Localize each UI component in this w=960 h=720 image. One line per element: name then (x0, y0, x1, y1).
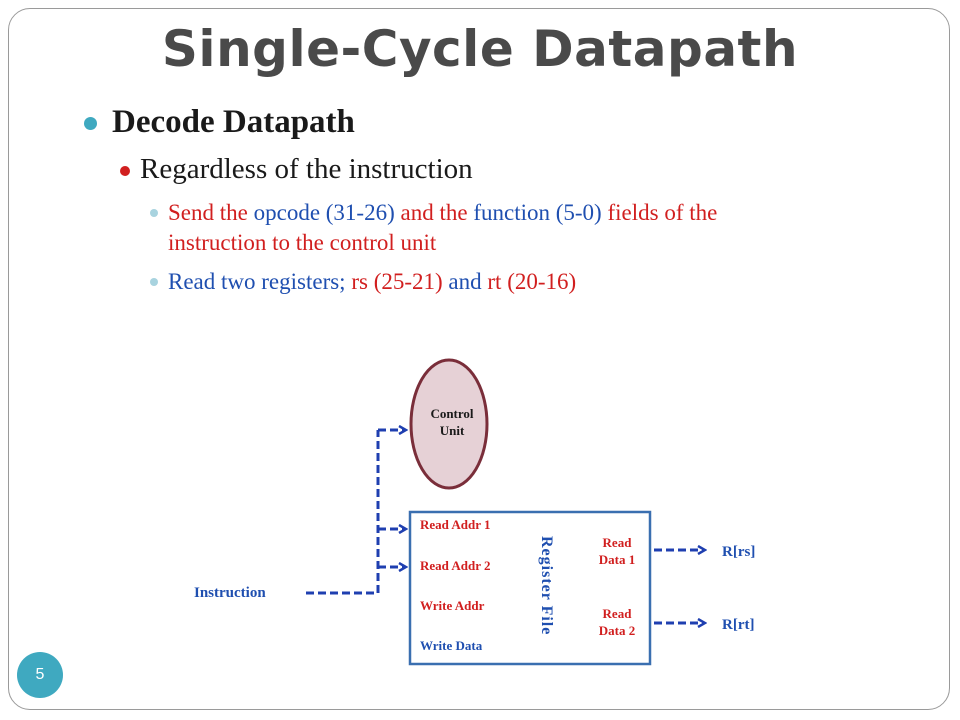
read-data-1-port-line2: Data 1 (599, 552, 635, 567)
bullet-send-opcode: Send the opcode (31-26) and the function… (150, 198, 717, 258)
text-segment: Read two registers; (168, 269, 352, 294)
output-wires (654, 550, 704, 623)
read-data-2-port-line1: Read (603, 606, 633, 621)
text-segment: function (5-0) (473, 200, 608, 225)
text-segment: rs (25-21) (351, 269, 449, 294)
bullet-line-2: instruction to the control unit (168, 230, 437, 255)
output-rs-label: R[rs] (722, 544, 755, 560)
slide-frame (8, 8, 950, 710)
bullet-regardless: Regardless of the instruction (120, 153, 473, 186)
control-unit-label-line2: Unit (440, 423, 465, 438)
instruction-trunk-wire (306, 430, 380, 595)
text-segment: and the (400, 200, 474, 225)
bullet-read-registers: Read two registers; rs (25-21) and rt (2… (150, 267, 577, 297)
text-segment: opcode (31-26) (253, 200, 401, 225)
register-file-label: Register File (538, 536, 555, 635)
write-addr-port: Write Addr (420, 598, 485, 613)
bullet-decode-datapath: Decode Datapath (84, 104, 355, 141)
bullet-text: Decode Datapath (112, 104, 355, 140)
write-data-port: Write Data (420, 638, 483, 653)
read-addr-1-port: Read Addr 1 (420, 517, 491, 532)
text-segment: and (448, 269, 488, 294)
text-segment: fields of the (607, 200, 718, 225)
bullet-dot (150, 209, 158, 217)
control-unit-shape (409, 358, 489, 490)
read-addr-2-port: Read Addr 2 (420, 558, 491, 573)
bullet-text: Regardless of the instruction (140, 153, 473, 185)
text-segment: rt (20-16) (487, 269, 577, 294)
register-file-box (408, 510, 652, 666)
page-number-badge: 5 (17, 652, 63, 698)
bullet-line-1: Send the opcode (31-26) and the function… (168, 198, 717, 228)
instruction-label: Instruction (194, 585, 266, 601)
slide-title: Single-Cycle Datapath (161, 20, 799, 78)
bullet-dot (120, 166, 130, 176)
control-unit-label-line1: Control (430, 406, 473, 421)
instruction-wires (306, 430, 405, 595)
bullet-dot (150, 278, 158, 286)
bullet-dot (84, 117, 97, 130)
output-rt-label: R[rt] (722, 617, 754, 633)
read-data-2-port-line2: Data 2 (599, 623, 635, 638)
text-segment: Send the (168, 200, 254, 225)
read-data-1-port-line1: Read (603, 535, 633, 550)
